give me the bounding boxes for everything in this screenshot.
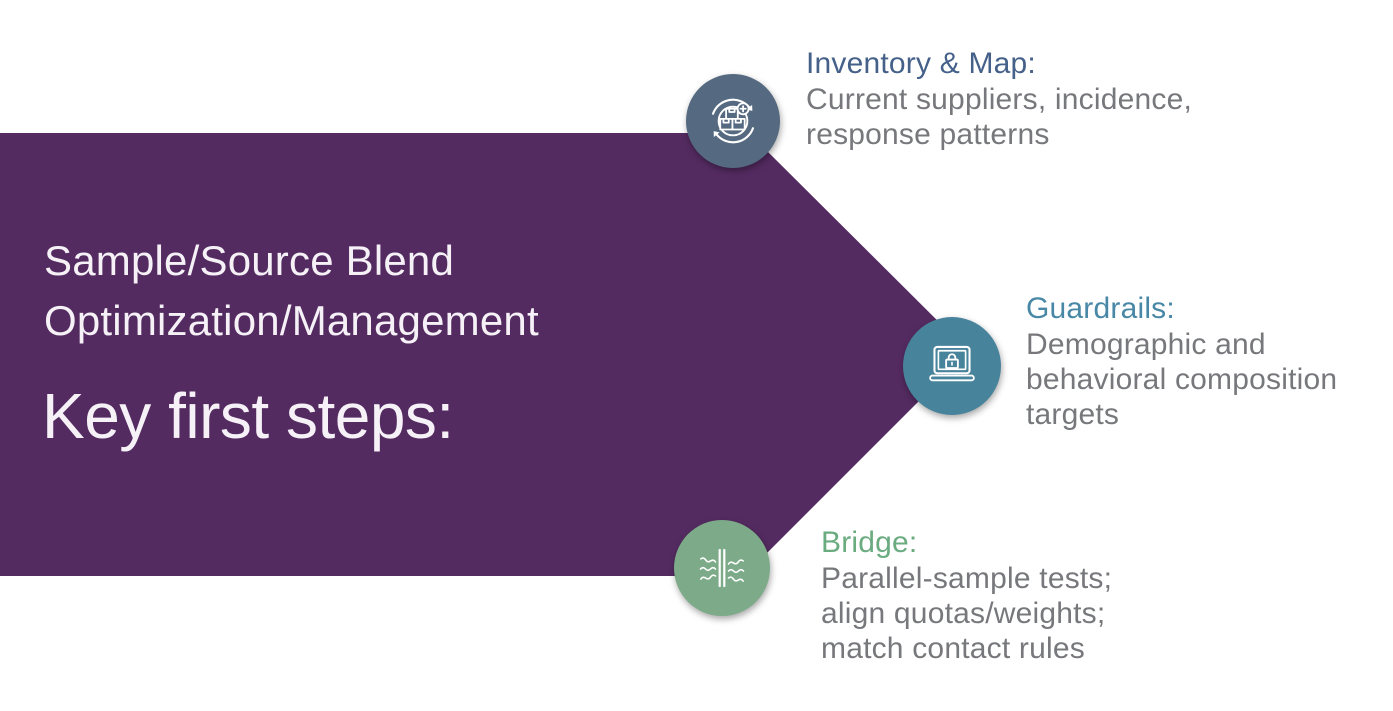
inventory-cycle-icon	[711, 98, 755, 144]
laptop-lock-icon	[929, 345, 975, 382]
step-heading: Inventory & Map:	[806, 47, 1036, 80]
step-item-guardrails: Guardrails: Demographic and behavioral c…	[1026, 291, 1393, 432]
slide-subtitle: Sample/Source Blend Optimization/Managem…	[44, 237, 539, 344]
step-body: Parallel-sample tests; align quotas/weig…	[821, 562, 1113, 665]
step-item-bridge: Bridge: Parallel-sample tests; align quo…	[821, 525, 1181, 666]
step-heading: Guardrails:	[1026, 292, 1175, 325]
slide-title: Key first steps:	[42, 380, 454, 452]
step-circle-bridge	[674, 520, 770, 616]
step-circle-guardrails	[903, 317, 1001, 415]
step-body: Current suppliers, incidence, response p…	[806, 83, 1192, 151]
step-circle-inventory	[686, 74, 780, 168]
step-item-inventory: Inventory & Map: Current suppliers, inci…	[806, 46, 1266, 152]
step-body: Demographic and behavioral composition t…	[1026, 328, 1338, 431]
step-heading: Bridge:	[821, 526, 918, 559]
bridge-merge-icon	[699, 548, 745, 588]
chevron-polygon	[0, 133, 969, 576]
